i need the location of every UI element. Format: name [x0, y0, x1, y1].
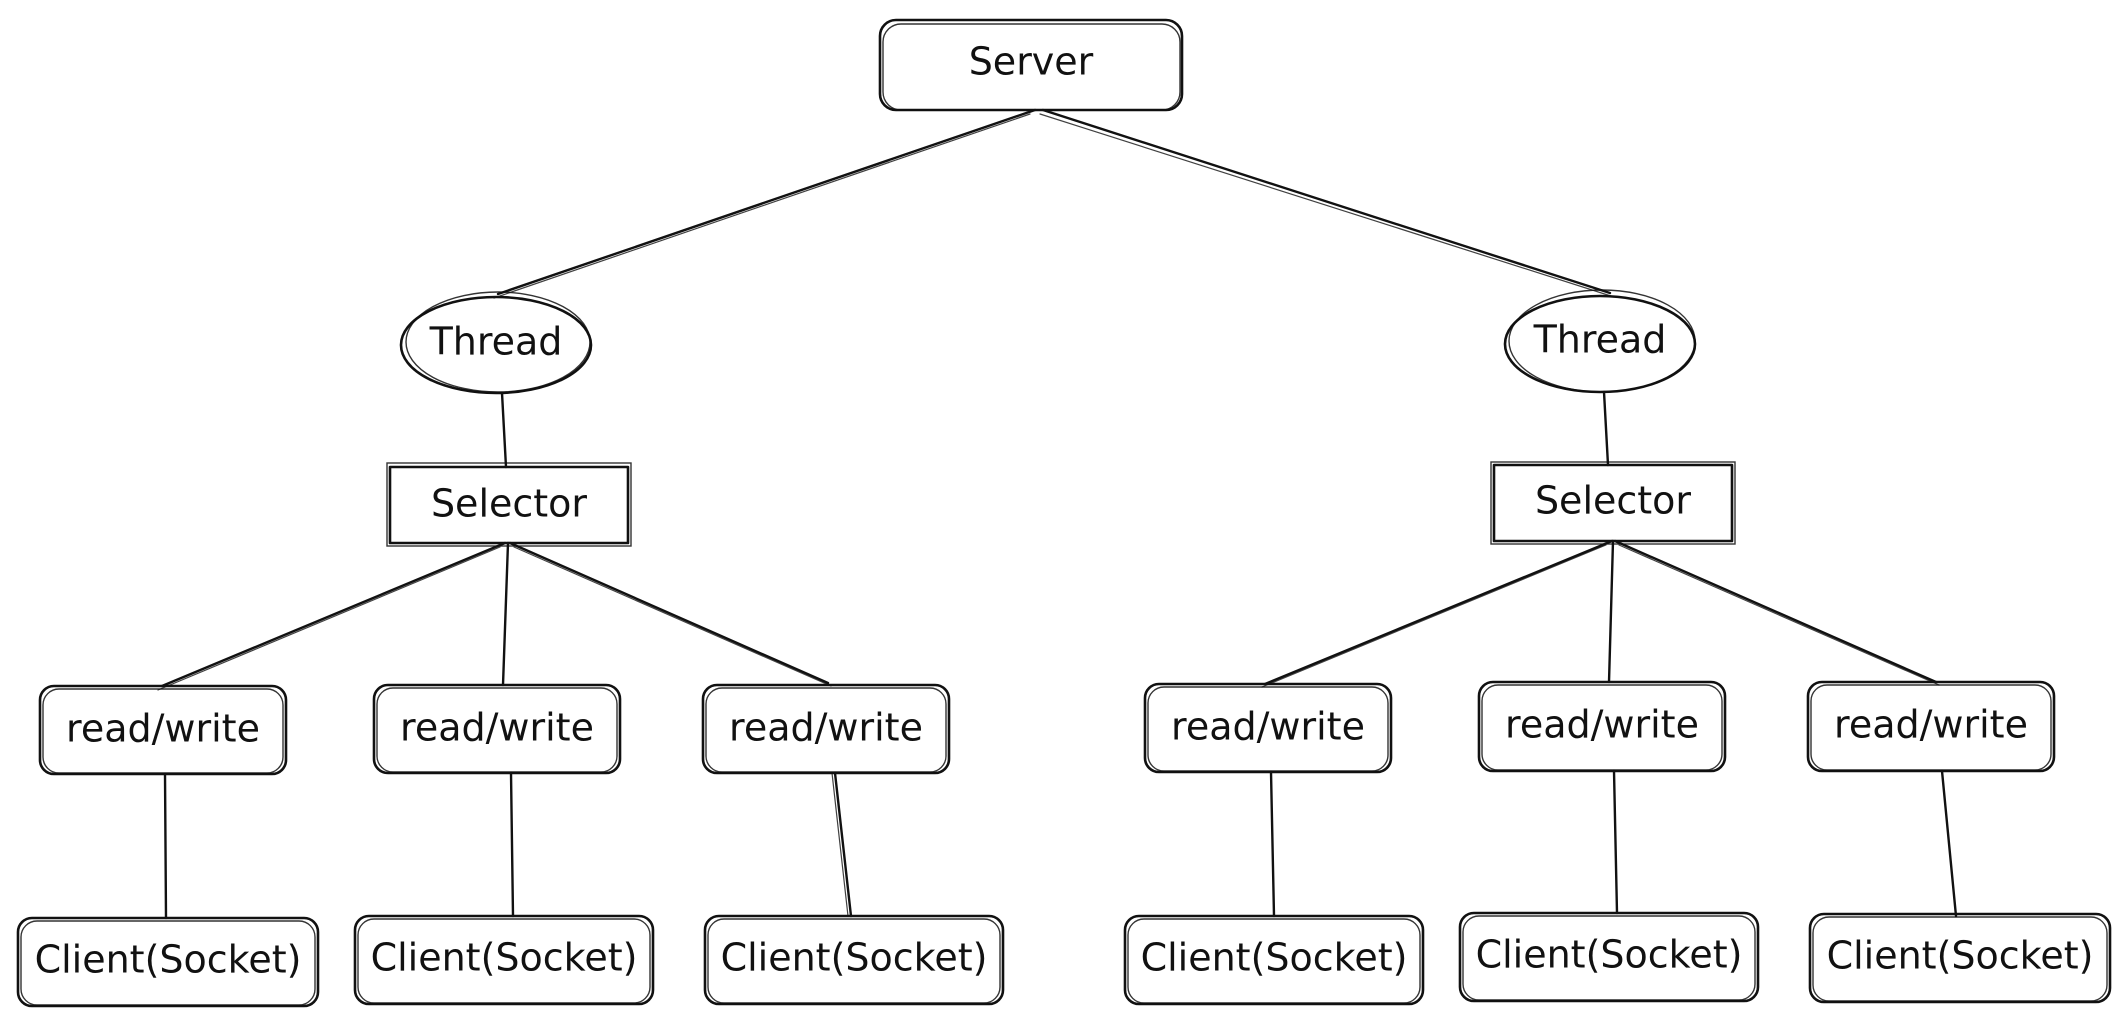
edge-selector-left-rw-2: [501, 541, 510, 687]
edge-rw-client-4: [1269, 770, 1276, 918]
edge-rw-client-5: [1612, 769, 1619, 915]
edge-server-thread-left: [493, 108, 1037, 299]
server-node: Server: [878, 18, 1184, 112]
edge-selector-right-rw-1: [1261, 539, 1614, 688]
edge-rw-client-1: [163, 772, 168, 920]
thread-node-left: Thread: [399, 291, 593, 395]
client-node: Client(Socket): [1808, 912, 2112, 1004]
client-label: Client(Socket): [721, 936, 988, 980]
selector-label-left: Selector: [431, 482, 587, 526]
edge-selector-left-rw-1: [157, 541, 507, 691]
edge-rw-client-6: [1940, 769, 1958, 918]
readwrite-node: read/write: [701, 683, 951, 775]
client-node: Client(Socket): [353, 914, 655, 1006]
edges: [157, 108, 1958, 920]
readwrite-node: read/write: [1477, 680, 1727, 773]
client-label: Client(Socket): [371, 936, 638, 980]
client-label: Client(Socket): [35, 938, 302, 982]
client-label: Client(Socket): [1141, 936, 1408, 980]
readwrite-label: read/write: [1834, 703, 2028, 747]
thread-label-left: Thread: [429, 320, 563, 364]
selector-label-right: Selector: [1535, 479, 1691, 523]
edge-selector-right-rw-2: [1607, 539, 1615, 684]
edge-server-thread-right: [1039, 108, 1615, 298]
readwrite-node: read/write: [1806, 680, 2056, 773]
edge-rw-client-2: [509, 771, 515, 918]
selector-node-left: Selector: [386, 462, 632, 547]
client-label: Client(Socket): [1476, 933, 1743, 977]
readwrite-node: read/write: [1143, 682, 1393, 774]
edge-thread-selector-right: [1602, 390, 1610, 467]
edge-selector-right-rw-3: [1613, 539, 1940, 686]
readwrite-label: read/write: [400, 706, 594, 750]
thread-node-right: Thread: [1503, 289, 1697, 394]
edge-thread-selector-left: [500, 391, 508, 469]
readwrite-node: read/write: [38, 684, 288, 776]
client-node: Client(Socket): [703, 914, 1005, 1006]
thread-label-right: Thread: [1533, 318, 1667, 362]
client-node: Client(Socket): [16, 916, 320, 1008]
readwrite-label: read/write: [66, 707, 260, 751]
selector-node-right: Selector: [1490, 461, 1736, 545]
readwrite-label: read/write: [1171, 705, 1365, 749]
readwrite-label: read/write: [1505, 703, 1699, 747]
server-label: Server: [969, 40, 1094, 84]
client-label: Client(Socket): [1827, 934, 2094, 978]
edge-rw-client-3: [831, 771, 853, 918]
client-node: Client(Socket): [1123, 914, 1425, 1006]
edge-selector-left-rw-3: [508, 541, 832, 687]
client-node: Client(Socket): [1458, 911, 1760, 1003]
readwrite-label: read/write: [729, 706, 923, 750]
readwrite-node: read/write: [372, 683, 622, 775]
